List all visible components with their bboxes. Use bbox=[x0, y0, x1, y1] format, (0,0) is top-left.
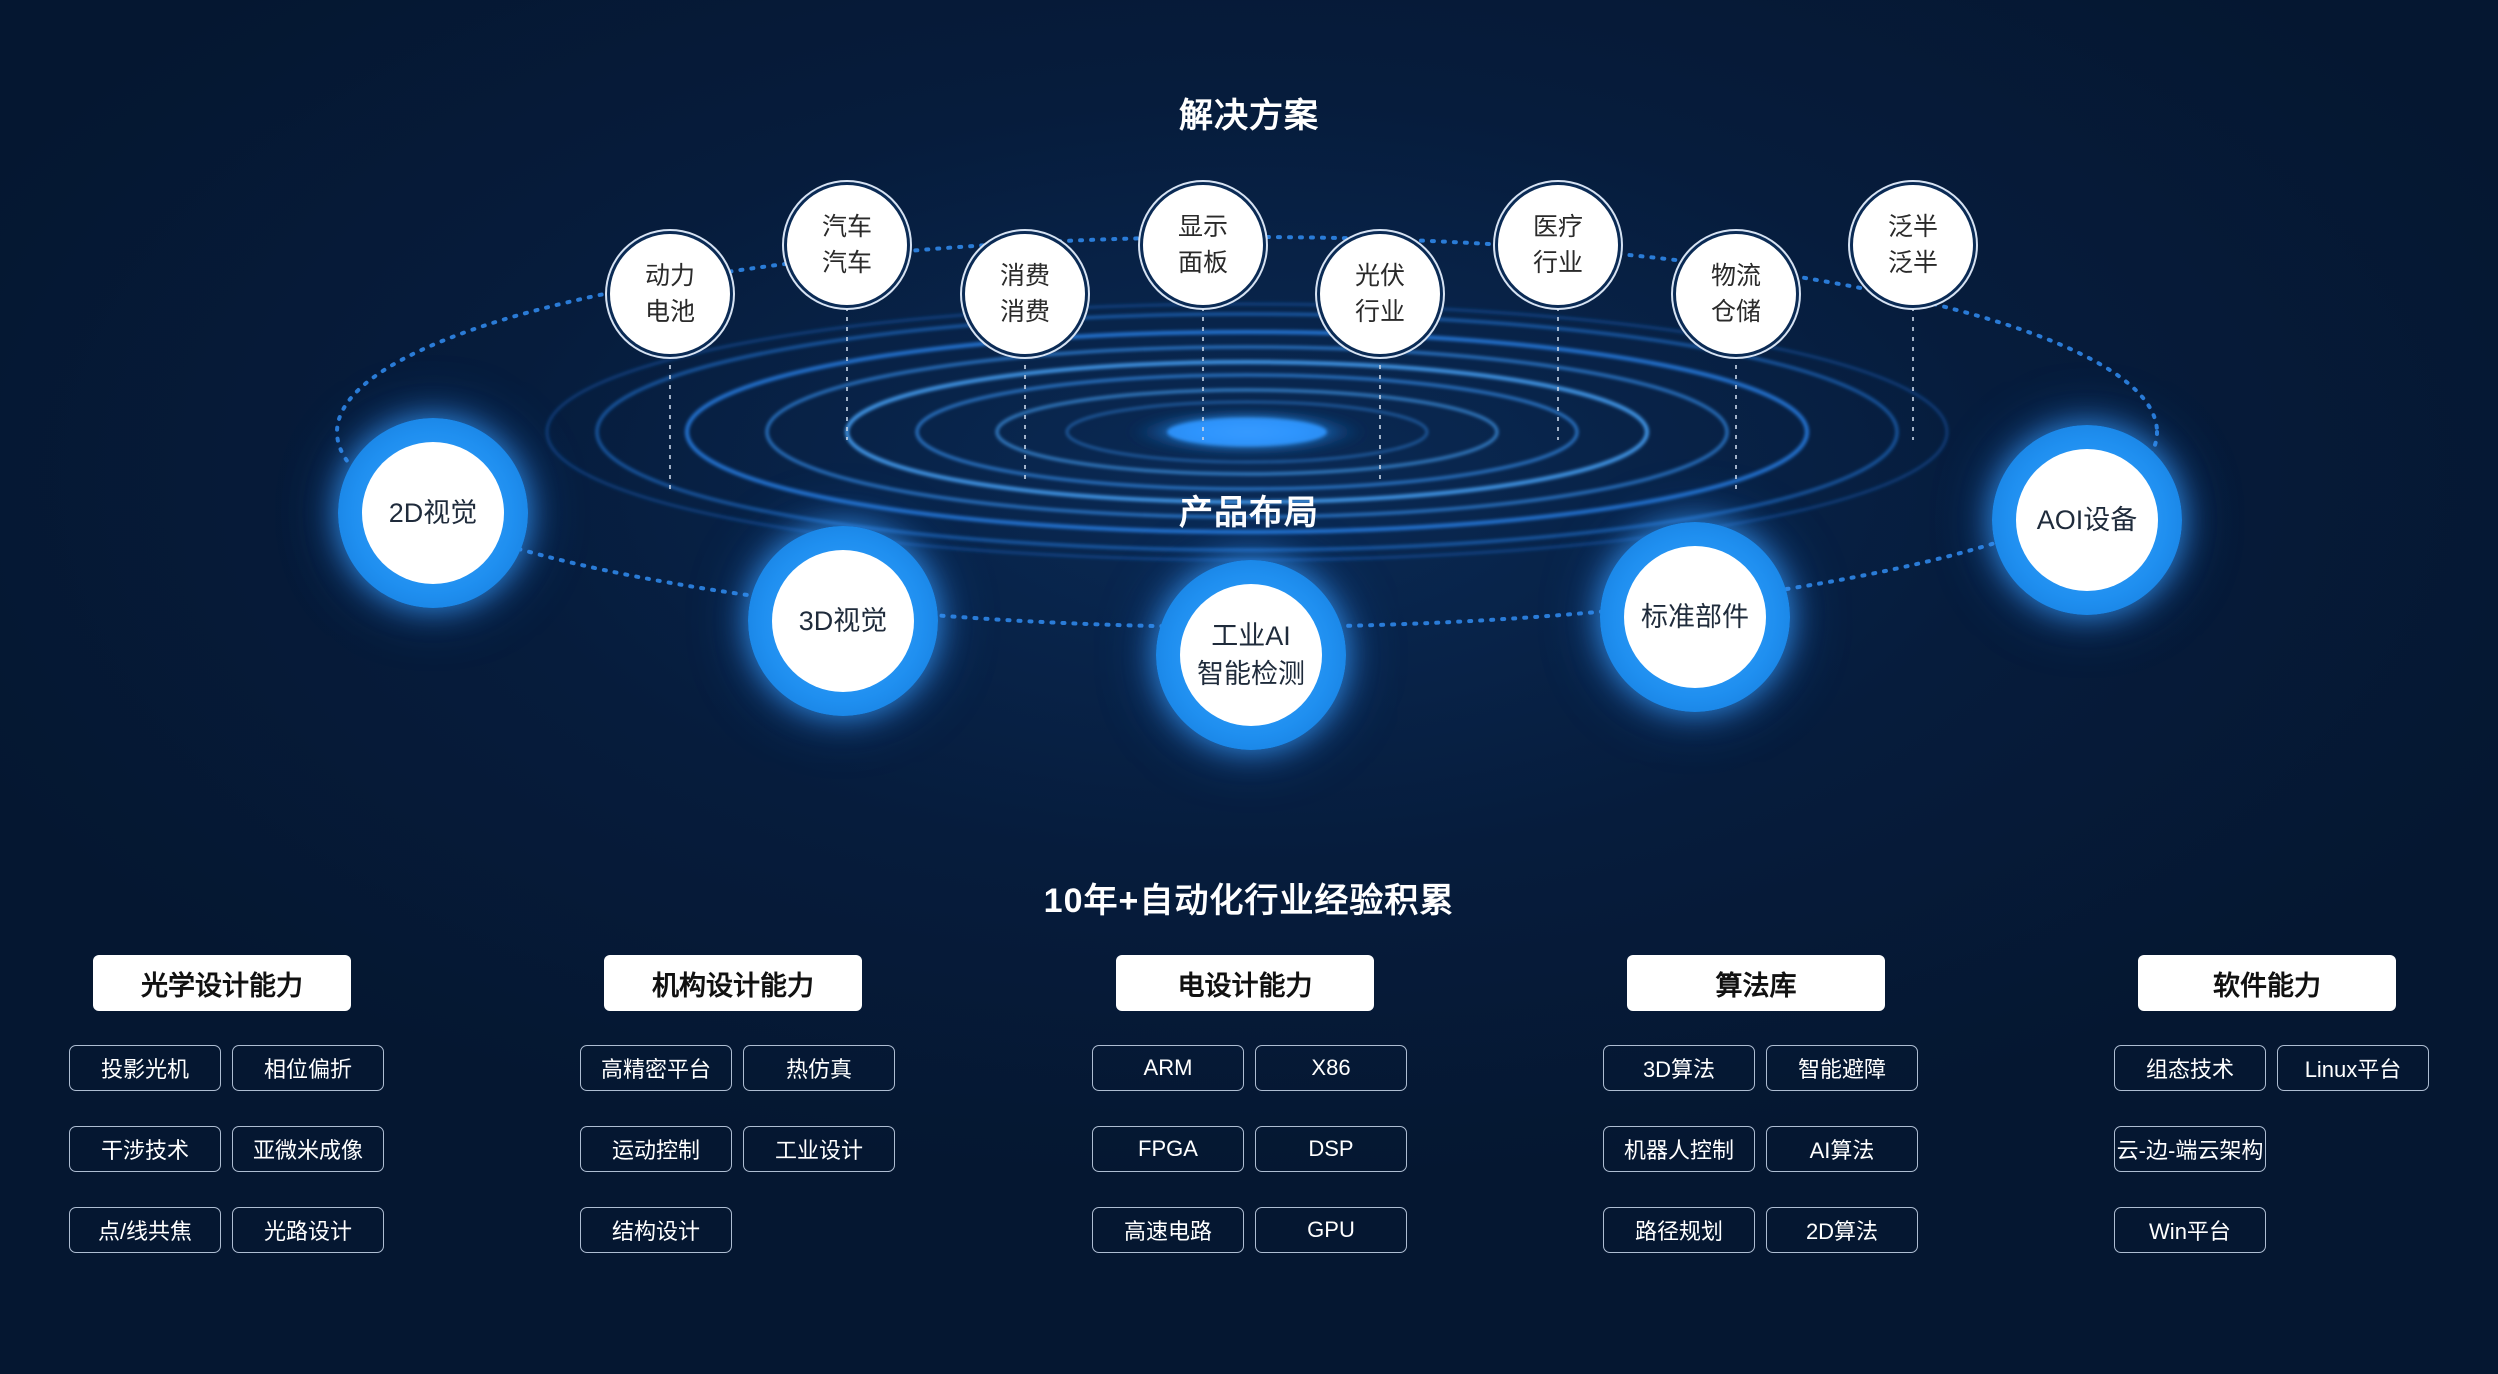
solution-node-consumer[interactable]: 消费 消费 bbox=[965, 234, 1085, 354]
solution-label-line1: 光伏 bbox=[1354, 262, 1405, 290]
solution-node-semiconductor[interactable]: 泛半 泛半 bbox=[1853, 185, 1973, 305]
capability-tag[interactable]: 高速电路 bbox=[1092, 1207, 1244, 1253]
solution-node-automotive[interactable]: 汽车 汽车 bbox=[787, 185, 907, 305]
capability-tag[interactable]: FPGA bbox=[1092, 1126, 1244, 1172]
capability-tag[interactable]: 工业设计 bbox=[743, 1126, 895, 1172]
capability-tag[interactable]: Linux平台 bbox=[2277, 1045, 2429, 1091]
product-label: AOI设备 bbox=[2036, 505, 2138, 535]
capability-tag[interactable]: 运动控制 bbox=[580, 1126, 732, 1172]
solutions-title: 解决方案 bbox=[1179, 97, 1319, 135]
capability-tag[interactable]: Win平台 bbox=[2114, 1207, 2266, 1253]
capability-heading-electrical: 电设计能力 bbox=[1116, 955, 1374, 1011]
solution-label-line2: 仓储 bbox=[1710, 298, 1761, 326]
capability-tag[interactable]: 智能避障 bbox=[1766, 1045, 1918, 1091]
solution-label-line1: 汽车 bbox=[821, 213, 872, 241]
capability-tag[interactable]: X86 bbox=[1255, 1045, 1407, 1091]
solution-node-photovoltaic[interactable]: 光伏 行业 bbox=[1320, 234, 1440, 354]
capability-tag[interactable]: GPU bbox=[1255, 1207, 1407, 1253]
product-label: 2D视觉 bbox=[388, 498, 478, 528]
capability-tag[interactable]: ARM bbox=[1092, 1045, 1244, 1091]
capability-tag[interactable]: 干涉技术 bbox=[69, 1126, 221, 1172]
product-label: 3D视觉 bbox=[798, 606, 888, 636]
product-node-2d-vision[interactable]: 2D视觉 bbox=[338, 418, 528, 608]
solution-label-line2: 汽车 bbox=[821, 249, 872, 277]
capability-heading-mechanism: 机构设计能力 bbox=[604, 955, 862, 1011]
capability-tag[interactable]: 2D算法 bbox=[1766, 1207, 1918, 1253]
capability-tag[interactable]: 点/线共焦 bbox=[69, 1207, 221, 1253]
capability-tag[interactable]: DSP bbox=[1255, 1126, 1407, 1172]
capability-heading-algorithm: 算法库 bbox=[1627, 955, 1885, 1011]
capability-tag[interactable]: 投影光机 bbox=[69, 1045, 221, 1091]
solution-label-line2: 面板 bbox=[1177, 249, 1228, 277]
capability-tag[interactable]: AI算法 bbox=[1766, 1126, 1918, 1172]
product-label-line2: 智能检测 bbox=[1197, 659, 1305, 689]
solution-label-line1: 物流 bbox=[1710, 262, 1761, 290]
solution-label-line2: 行业 bbox=[1354, 298, 1405, 326]
solution-node-display-panel[interactable]: 显示 面板 bbox=[1143, 185, 1263, 305]
capability-tag[interactable]: 亚微米成像 bbox=[232, 1126, 384, 1172]
capability-tag[interactable]: 云-边-端云架构 bbox=[2114, 1126, 2266, 1172]
solution-label-line1: 显示 bbox=[1177, 213, 1228, 241]
solution-node-medical[interactable]: 医疗 行业 bbox=[1498, 185, 1618, 305]
product-layout-title: 产品布局 bbox=[1179, 494, 1319, 532]
capability-tag[interactable]: 热仿真 bbox=[743, 1045, 895, 1091]
product-node-industrial-ai[interactable]: 工业AI 智能检测 bbox=[1156, 560, 1346, 750]
capability-heading-optical: 光学设计能力 bbox=[93, 955, 351, 1011]
product-label-line1: 工业AI bbox=[1211, 621, 1291, 651]
solution-label-line1: 泛半 bbox=[1887, 213, 1938, 241]
solution-label-line2: 泛半 bbox=[1887, 249, 1938, 277]
solution-node-battery[interactable]: 动力 电池 bbox=[610, 234, 730, 354]
solution-label-line2: 电池 bbox=[644, 298, 695, 326]
capability-tag[interactable]: 组态技术 bbox=[2114, 1045, 2266, 1091]
product-label: 标准部件 bbox=[1641, 602, 1749, 632]
capability-tag[interactable]: 高精密平台 bbox=[580, 1045, 732, 1091]
experience-title: 10年+自动化行业经验积累 bbox=[1043, 882, 1455, 920]
solution-label-line1: 动力 bbox=[644, 262, 695, 290]
solution-label-line2: 消费 bbox=[999, 298, 1050, 326]
capability-tag[interactable]: 光路设计 bbox=[232, 1207, 384, 1253]
product-node-standard-parts[interactable]: 标准部件 bbox=[1600, 522, 1790, 712]
solution-node-logistics[interactable]: 物流 仓储 bbox=[1676, 234, 1796, 354]
capability-tag[interactable]: 相位偏折 bbox=[232, 1045, 384, 1091]
solution-label-line2: 行业 bbox=[1532, 249, 1583, 277]
capability-tag[interactable]: 路径规划 bbox=[1603, 1207, 1755, 1253]
capability-tag[interactable]: 机器人控制 bbox=[1603, 1126, 1755, 1172]
capability-heading-software: 软件能力 bbox=[2138, 955, 2396, 1011]
product-node-3d-vision[interactable]: 3D视觉 bbox=[748, 526, 938, 716]
solution-label-line1: 医疗 bbox=[1532, 213, 1583, 241]
capability-tag[interactable]: 结构设计 bbox=[580, 1207, 732, 1253]
solution-label-line1: 消费 bbox=[999, 262, 1050, 290]
capability-tag[interactable]: 3D算法 bbox=[1603, 1045, 1755, 1091]
product-node-aoi-equipment[interactable]: AOI设备 bbox=[1992, 425, 2182, 615]
